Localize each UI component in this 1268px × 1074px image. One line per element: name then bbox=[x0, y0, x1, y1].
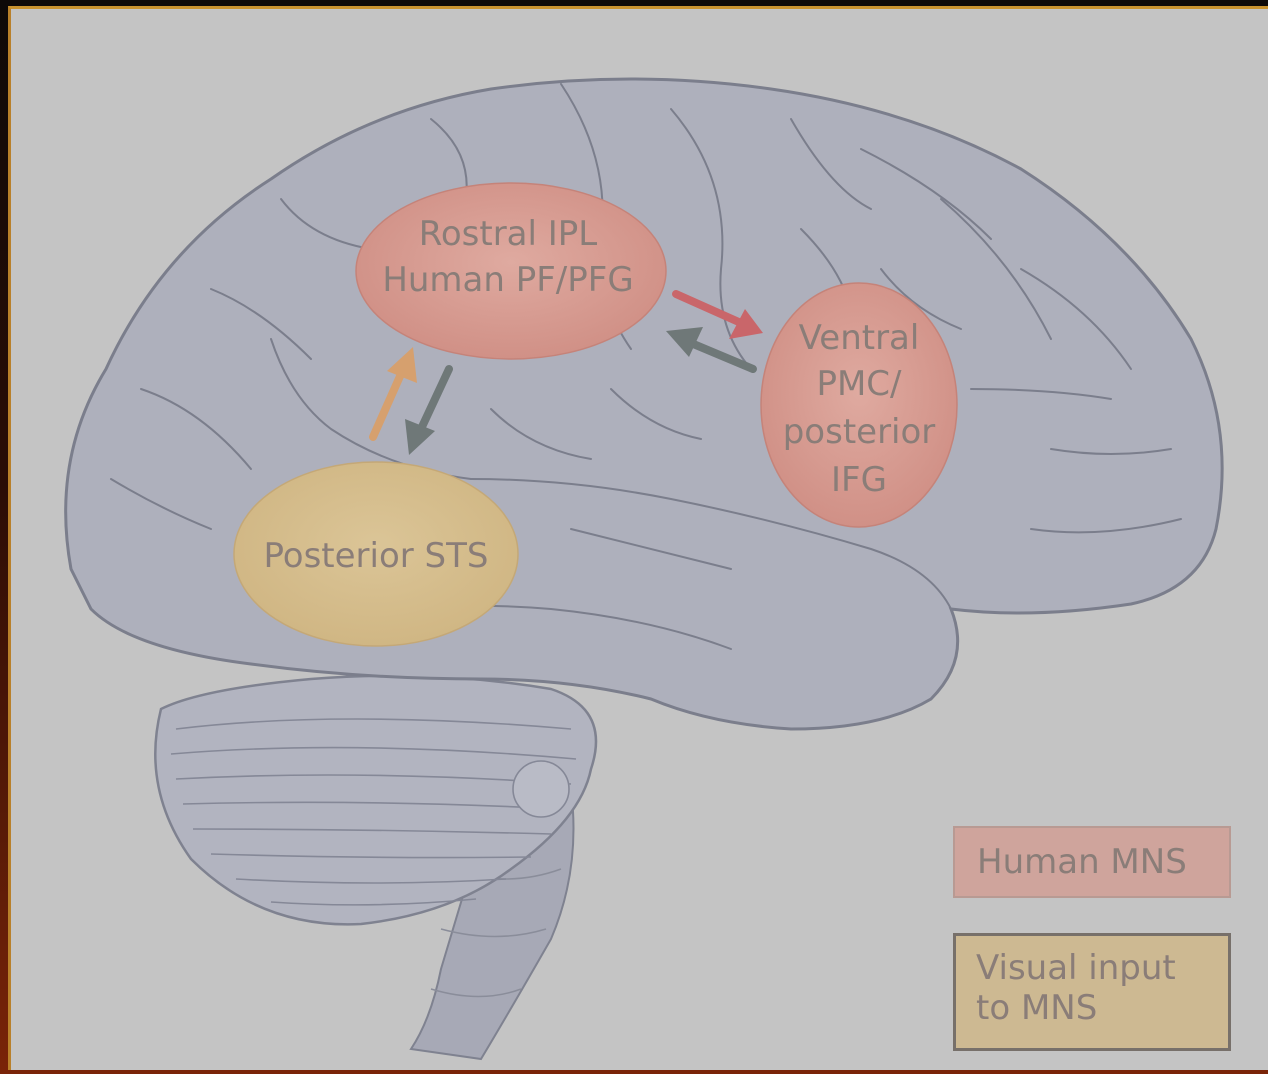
ventral-pmc-label-2: PMC/ bbox=[816, 364, 902, 404]
figure-panel: Rostral IPL Human PF/PFG Ventral PMC/ po… bbox=[8, 6, 1268, 1070]
ventral-pmc-label-1: Ventral bbox=[799, 318, 920, 358]
legend-human-mns-label: Human MNS bbox=[977, 842, 1187, 882]
legend-human-mns: Human MNS bbox=[953, 826, 1231, 898]
legend-visual-input-line2: to MNS bbox=[976, 988, 1228, 1028]
legend-visual-input-line1: Visual input bbox=[976, 948, 1228, 988]
posterior-sts-label: Posterior STS bbox=[263, 536, 488, 576]
ventral-pmc-label-4: IFG bbox=[831, 460, 887, 500]
ventral-pmc-label-3: posterior bbox=[783, 412, 936, 452]
brain-diagram: Rostral IPL Human PF/PFG Ventral PMC/ po… bbox=[11, 9, 1268, 1073]
cerebrum bbox=[66, 79, 1222, 729]
legend-visual-input: Visual input to MNS bbox=[953, 933, 1231, 1051]
rostral-ipl-label-2: Human PF/PFG bbox=[382, 260, 633, 300]
rostral-ipl-label-1: Rostral IPL bbox=[419, 214, 598, 254]
